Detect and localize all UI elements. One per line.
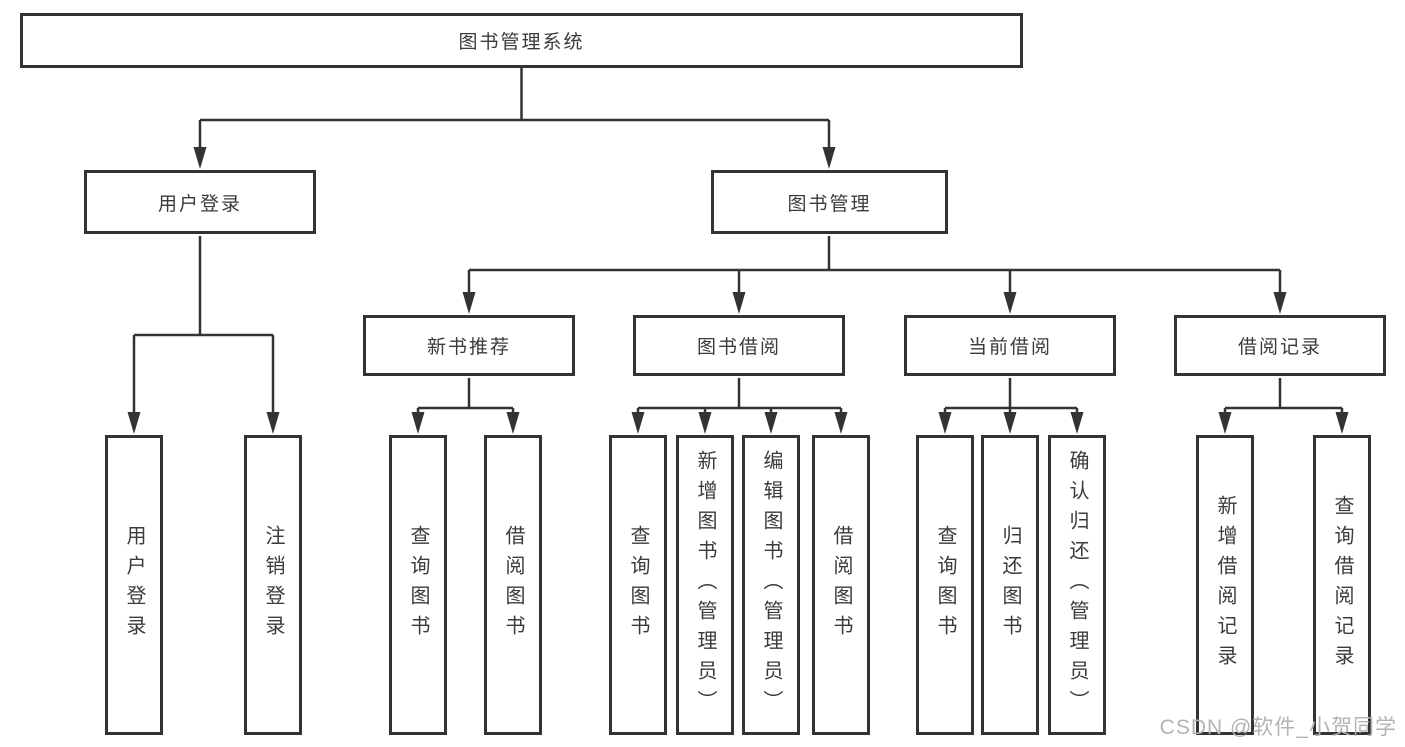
- leaf-label: 确认归还（管理员）: [1066, 450, 1088, 720]
- node-book-borrow: 图书借阅: [633, 315, 845, 376]
- leaf-label: 查询图书: [934, 525, 956, 645]
- connector-book-management-to-level3: [467, 236, 1282, 294]
- arrowheads-borrow-records-leaves: [1218, 412, 1349, 434]
- leaf-query-books-borrow: 查询图书: [609, 435, 667, 735]
- leaf-label: 查询借阅记录: [1331, 495, 1353, 675]
- leaf-label: 查询图书: [627, 525, 649, 645]
- arrowheads-user-login-leaves: [127, 412, 280, 434]
- arrowheads-level2: [193, 147, 836, 169]
- connector-borrow-records-to-leaves: [1223, 378, 1344, 414]
- leaf-add-book-admin: 新增图书（管理员）: [676, 435, 734, 735]
- leaf-add-borrow-record: 新增借阅记录: [1196, 435, 1254, 735]
- node-current-borrow-label: 当前借阅: [967, 337, 1052, 358]
- leaf-borrow-books: 借阅图书: [812, 435, 870, 735]
- arrowheads-new-book-leaves: [411, 412, 520, 434]
- leaf-confirm-return-admin: 确认归还（管理员）: [1048, 435, 1106, 735]
- connector-current-borrow-to-leaves: [943, 378, 1079, 414]
- leaf-label: 查询图书: [407, 525, 429, 645]
- leaf-label: 借阅图书: [830, 525, 852, 645]
- node-root-label: 图书管理系统: [458, 32, 585, 53]
- leaf-label: 新增图书（管理员）: [694, 450, 716, 720]
- leaf-logout: 注销登录: [244, 435, 302, 735]
- node-user-login-label: 用户登录: [157, 193, 242, 215]
- leaf-edit-book-admin: 编辑图书（管理员）: [742, 435, 800, 735]
- leaf-label: 编辑图书（管理员）: [760, 450, 782, 720]
- leaf-label: 借阅图书: [502, 525, 524, 645]
- leaf-return-book: 归还图书: [981, 435, 1039, 735]
- node-book-management: 图书管理: [711, 170, 948, 234]
- node-book-management-label: 图书管理: [787, 193, 872, 215]
- node-current-borrow: 当前借阅: [904, 315, 1116, 376]
- leaf-label: 归还图书: [999, 525, 1021, 645]
- leaf-label: 用户登录: [123, 525, 145, 645]
- node-user-login: 用户登录: [84, 170, 316, 234]
- arrowheads-book-borrow-leaves: [631, 412, 848, 434]
- leaf-label: 新增借阅记录: [1214, 495, 1236, 675]
- leaf-query-borrow-record: 查询借阅记录: [1313, 435, 1371, 735]
- connector-new-book-to-leaves: [416, 378, 515, 414]
- leaf-query-books-recommend: 查询图书: [389, 435, 447, 735]
- node-borrow-records: 借阅记录: [1174, 315, 1386, 376]
- leaf-user-login: 用户登录: [105, 435, 163, 735]
- node-new-book-recommend-label: 新书推荐: [426, 337, 511, 358]
- leaf-borrow-books-recommend: 借阅图书: [484, 435, 542, 735]
- watermark: CSDN @软件_小贺同学: [1159, 716, 1397, 739]
- arrowheads-level3: [462, 292, 1287, 314]
- node-borrow-records-label: 借阅记录: [1237, 337, 1322, 358]
- connector-user-login-to-leaves: [132, 236, 275, 414]
- node-new-book-recommend: 新书推荐: [363, 315, 575, 376]
- leaf-label: 注销登录: [262, 525, 284, 645]
- connector-book-borrow-to-leaves: [636, 378, 843, 414]
- arrowheads-current-borrow-leaves: [938, 412, 1084, 434]
- connector-root-to-level2: [198, 68, 831, 150]
- leaf-query-books-current: 查询图书: [916, 435, 974, 735]
- node-book-borrow-label: 图书借阅: [696, 337, 781, 358]
- node-root: 图书管理系统: [20, 13, 1023, 68]
